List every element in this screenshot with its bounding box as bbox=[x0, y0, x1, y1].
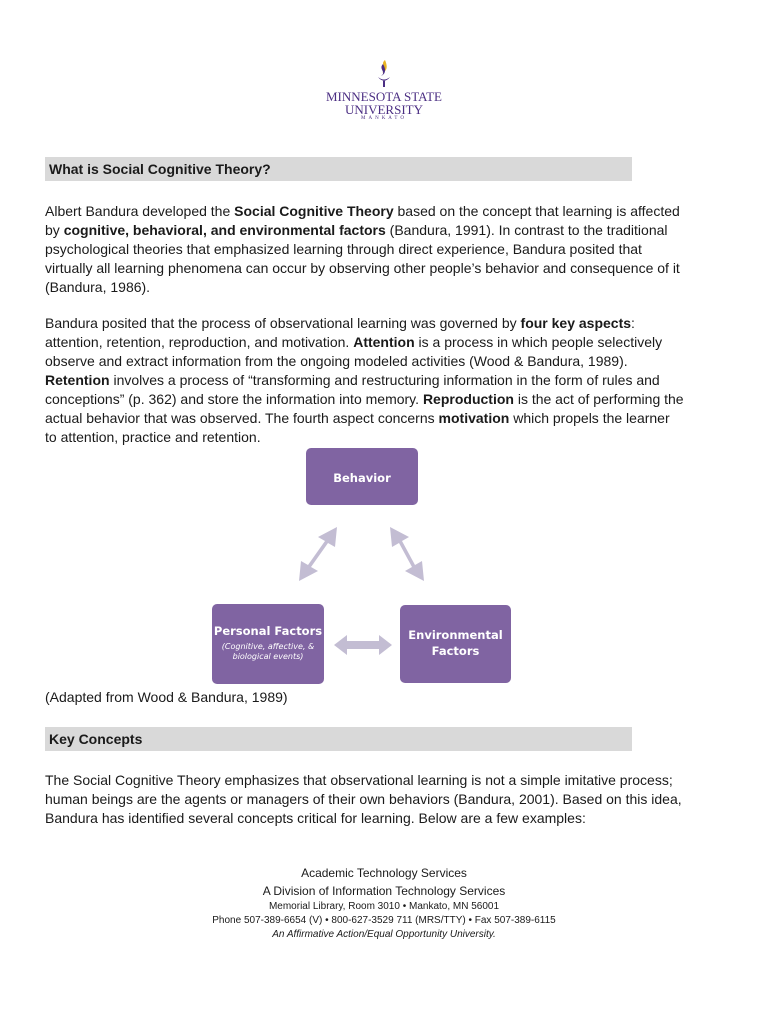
text-run: which propels the learner to attention, … bbox=[45, 410, 670, 445]
personal-factors-label: Personal Factors bbox=[213, 624, 323, 638]
behavior-label: Behavior bbox=[333, 471, 391, 485]
section-heading-key-concepts: Key Concepts bbox=[45, 727, 632, 751]
diagram-caption: (Adapted from Wood & Bandura, 1989) bbox=[45, 689, 288, 705]
bold-run: Retention bbox=[45, 372, 110, 388]
bold-run: four key aspects bbox=[520, 315, 632, 331]
flame-torch-icon bbox=[378, 60, 390, 87]
footer-line-2: A Division of Information Technology Ser… bbox=[262, 884, 506, 898]
text-run: : attention, retention, reproduction, an… bbox=[45, 315, 635, 350]
footer-eeo-statement: An Affirmative Action/Equal Opportunity … bbox=[272, 929, 496, 940]
arrow-behavior-personal bbox=[299, 527, 337, 581]
text-run: involves a process of “transforming and … bbox=[45, 372, 660, 407]
environmental-factors-box: Environmental Factors bbox=[400, 605, 511, 683]
bold-run: Social Cognitive Theory bbox=[234, 203, 394, 219]
footer-line-1: Academic Technology Services bbox=[301, 866, 467, 880]
behavior-box: Behavior bbox=[306, 448, 418, 505]
section-heading-social-cognitive-theory: What is Social Cognitive Theory? bbox=[45, 157, 632, 181]
page-footer: Academic Technology Services A Division … bbox=[0, 864, 768, 942]
text-run: Albert Bandura developed the bbox=[45, 203, 235, 219]
text-run: Bandura posited that the process of obse… bbox=[45, 315, 521, 331]
text-run: is a process in which people selectively… bbox=[45, 334, 663, 369]
bold-run: Attention bbox=[353, 334, 415, 350]
text-run: is the act of performing the actual beha… bbox=[45, 391, 684, 426]
bold-run: cognitive, behavioral, and environmental… bbox=[63, 222, 386, 238]
logo-line-2: UNIVERSITY bbox=[345, 102, 423, 117]
university-logo: MINNESOTA STATE UNIVERSITY MANKATO bbox=[0, 58, 768, 122]
bold-run: Reproduction bbox=[422, 391, 514, 407]
triadic-reciprocal-diagram: Behavior Personal Factors (Cognitive, af… bbox=[200, 445, 530, 690]
paragraph-key-concepts: The Social Cognitive Theory emphasizes t… bbox=[45, 772, 682, 826]
paragraph-intro: Albert Bandura developed the Social Cogn… bbox=[45, 202, 685, 297]
footer-phone: Phone 507-389-6654 (V) • 800-627-3529 71… bbox=[212, 915, 556, 926]
paragraph-key-aspects: Bandura posited that the process of obse… bbox=[45, 314, 685, 447]
text-run: based on the concept that learning is af… bbox=[45, 203, 680, 238]
environmental-factors-label: Environmental Factors bbox=[408, 628, 503, 658]
arrow-personal-environmental bbox=[334, 635, 392, 655]
arrow-behavior-environmental bbox=[390, 527, 424, 581]
text-run: (Bandura, 1991). In contrast to the trad… bbox=[45, 222, 680, 295]
logo-line-3: MANKATO bbox=[361, 116, 407, 121]
personal-factors-box: Personal Factors (Cognitive, affective, … bbox=[212, 604, 324, 684]
logo-line-1: MINNESOTA STATE bbox=[325, 89, 442, 104]
bold-run: motivation bbox=[438, 410, 510, 426]
footer-address: Memorial Library, Room 3010 • Mankato, M… bbox=[268, 901, 500, 912]
personal-factors-sublabel: (Cognitive, affective, & biological even… bbox=[221, 642, 315, 661]
diagram-arrows bbox=[299, 527, 424, 655]
